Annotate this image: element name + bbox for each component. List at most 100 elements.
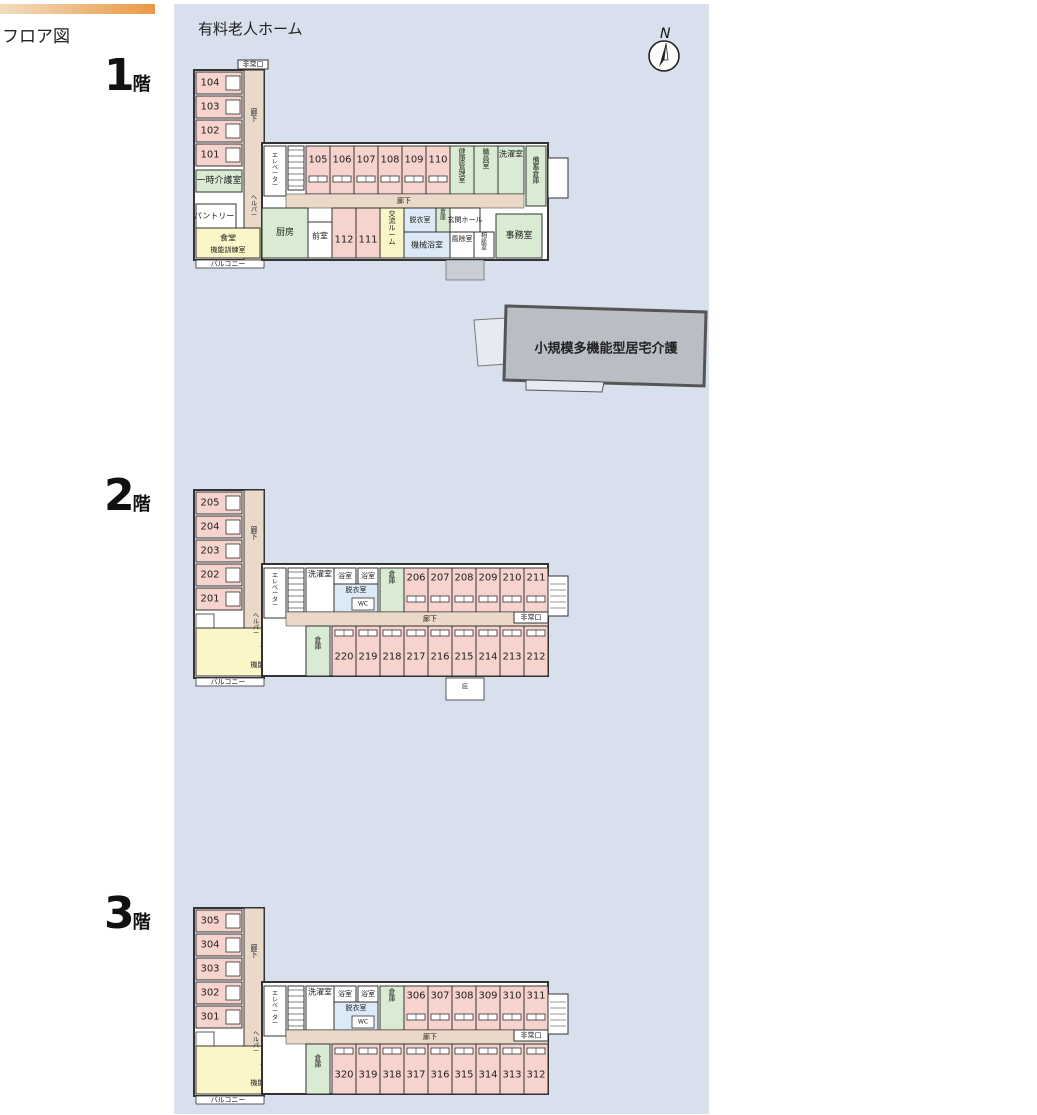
elevator-label-char: ベ [272,1003,278,1010]
prep-room [307,221,333,259]
room-number: 311 [526,991,545,1002]
resident-room [403,567,429,613]
helper-station-label-char: ル [253,1037,259,1044]
room-number: 309 [478,991,497,1002]
storage-east-label-char: 倉 [533,169,540,178]
room-number: 312 [526,1070,545,1081]
room-number: 209 [478,573,497,584]
floor-suffix: 階 [132,494,151,515]
resident-room [355,207,381,259]
elevator-label-char: エ [272,153,278,160]
staff-room-label-char: 員 [483,155,490,163]
room-number: 212 [526,652,545,663]
staff-room [473,145,499,195]
elevator-label-char: ー [272,591,278,598]
corridor-vertical-label-char: 廊 [251,525,258,534]
balcony [195,1095,265,1105]
room-number: 215 [454,652,473,663]
day-care-room-label: 一時介護室 [196,174,241,186]
health-room-label-char: 管 [459,161,466,170]
emergency-exit-tag [513,1029,549,1042]
elevator-label-char: ー [272,1009,278,1016]
room-number: 205 [200,498,219,509]
room-number: 201 [200,594,219,605]
resident-room [329,145,355,195]
room-number: 103 [200,102,219,113]
health-room-label-char: 康 [459,154,466,163]
entrance-mat [445,259,485,281]
elevator-label-char: タ [272,596,278,604]
bed-icon [358,1047,378,1055]
floor-2-plan: 廊下205204203202201パントリー食堂&機能訓練室バルコニーヘルパーエ… [193,489,569,701]
bed-icon [454,1013,474,1021]
room-number: 111 [358,235,377,246]
corridor-vertical-label-char: 下 [251,951,258,959]
laundry-label: 洗濯室 [308,569,332,579]
bed-icon [406,595,426,603]
resident-room [523,985,549,1031]
warehouse-label-char: 庫 [389,994,396,1003]
warehouse-label-char: 庫 [440,214,446,222]
floor-3-plan: 廊下305304303302301パントリー食堂&機能訓練室バルコニーヘルパーエ… [193,907,569,1105]
changing-room-label: 脱衣室 [346,1003,367,1012]
bed-icon [502,595,522,603]
elevator-label-char: タ [272,1014,278,1022]
emergency-exit-label: 非常口 [243,60,264,69]
pantry [195,203,237,229]
warehouse-label: 倉庫 [389,569,396,585]
bed-icon [526,629,546,637]
storage-east-label-char: 蓄 [533,162,540,171]
room-number: 102 [200,126,219,137]
bath-b-label: 浴室 [361,571,375,580]
room-bath [225,961,241,977]
prep-room-label: 前室 [312,231,328,241]
storage-east-label-char: 備 [533,155,540,164]
emergency-exit-tag [237,59,269,70]
helper-station-label-char: ル [253,619,259,626]
warehouse-south-label-char: 倉 [315,1053,322,1062]
warehouse-label: 倉庫 [440,208,446,222]
office [495,213,543,259]
changing-room-label: 脱衣室 [410,215,431,224]
room-number: 208 [454,573,473,584]
wheelchair-wc-label: WC [358,1019,368,1026]
consult-room [473,231,495,259]
wheelchair-wc-label: WC [358,601,368,608]
warehouse-south-label-char: 庫 [315,1060,322,1069]
warehouse-south-label: 倉庫 [315,635,322,651]
room-number: 202 [200,570,219,581]
warehouse-label: 倉庫 [389,987,396,1003]
corridor-vertical-label: 廊下 [251,525,258,541]
room-number: 218 [382,652,401,663]
room-number: 109 [404,155,423,166]
room-bath [225,147,241,163]
room-number: 310 [502,991,521,1002]
compass-icon [648,40,680,72]
room-bath [225,1009,241,1025]
corridor-vertical-label: 廊下 [251,107,258,123]
balcony [195,259,265,269]
dining-room [195,227,261,259]
bed-icon [380,175,400,183]
room-number: 105 [308,155,327,166]
consult-room-label-char: 室 [481,244,487,252]
room-bath [225,75,241,91]
room-bath [225,591,241,607]
office-label: 事務室 [505,229,532,241]
elevator-label-char: レ [272,579,278,586]
laundry-label: 洗濯室 [308,987,332,997]
health-room-label-char: 理 [459,169,466,177]
elevator-label-char: レ [272,997,278,1004]
laundry-room [305,567,335,613]
laundry-room [497,145,525,195]
health-room [449,145,475,195]
dining-label-b: 機能訓練室 [211,245,246,254]
dining-label-a: 食堂 [220,233,236,243]
room-number: 206 [406,573,425,584]
exchange-room-label-char: ル [389,224,396,232]
storage-east-label-char: 庫 [533,176,540,185]
helper-station-label-char: ー [253,631,259,638]
